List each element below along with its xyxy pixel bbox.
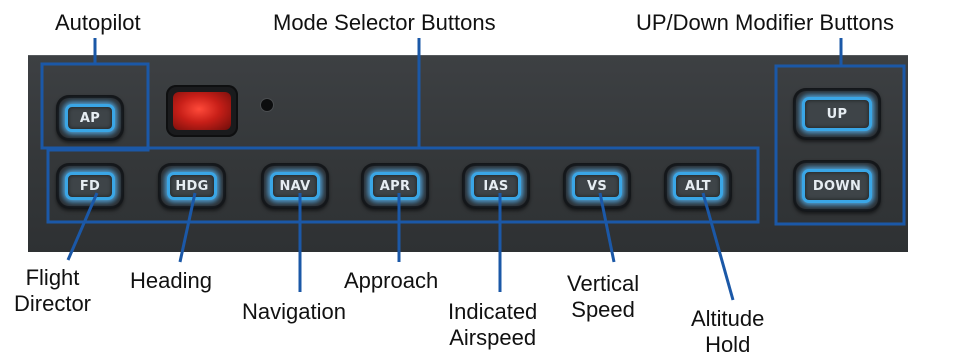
up-button-label: UP bbox=[826, 106, 848, 122]
caption-heading: Heading bbox=[130, 268, 212, 293]
mode-selector-callout-box bbox=[46, 146, 760, 224]
down-button[interactable]: DOWN bbox=[793, 160, 881, 212]
updown-callout-box bbox=[774, 64, 906, 226]
vs-button[interactable]: VS bbox=[563, 163, 631, 209]
ias-button[interactable]: IAS bbox=[462, 163, 530, 209]
fd-button-label: FD bbox=[79, 178, 101, 194]
altitude-hold-leader bbox=[701, 192, 735, 301]
caption-approach: Approach bbox=[344, 268, 439, 293]
up-button[interactable]: UP bbox=[793, 88, 881, 140]
ap-button[interactable]: AP bbox=[56, 95, 124, 141]
vs-button-label: VS bbox=[586, 178, 608, 194]
ias-button-label: IAS bbox=[483, 178, 509, 194]
nav-button[interactable]: NAV bbox=[261, 163, 329, 209]
ap-annunciator-light bbox=[166, 85, 238, 137]
apr-button-label: APR bbox=[379, 178, 411, 194]
caption-navigation: Navigation bbox=[242, 299, 346, 324]
autopilot-control-panel: AP FD HDG NAV APR IAS VS ALT UP DOWN bbox=[28, 55, 908, 252]
caption-autopilot: Autopilot bbox=[55, 10, 141, 35]
caption-updown-modifier-buttons: UP/Down Modifier Buttons bbox=[636, 10, 894, 35]
caption-mode-selector-buttons: Mode Selector Buttons bbox=[273, 10, 496, 35]
ap-button-label: AP bbox=[79, 110, 101, 126]
hdg-button-label: HDG bbox=[175, 178, 209, 194]
nav-button-label: NAV bbox=[279, 178, 311, 194]
flight-director-leader bbox=[66, 192, 99, 261]
caption-indicated-airspeed: Indicated Airspeed bbox=[448, 299, 538, 350]
vertical-speed-leader bbox=[598, 192, 616, 263]
alt-button-label: ALT bbox=[685, 178, 711, 194]
heading-leader bbox=[178, 192, 197, 263]
alt-button[interactable]: ALT bbox=[664, 163, 732, 209]
hdg-button[interactable]: HDG bbox=[158, 163, 226, 209]
apr-button[interactable]: APR bbox=[361, 163, 429, 209]
caption-vertical-speed: Vertical Speed bbox=[567, 271, 640, 322]
down-button-label: DOWN bbox=[812, 178, 862, 194]
fd-button[interactable]: FD bbox=[56, 163, 124, 209]
caption-flight-director: Flight Director bbox=[14, 265, 92, 316]
light-sensor bbox=[261, 99, 273, 111]
autopilot-callout-box bbox=[40, 62, 150, 150]
caption-altitude-hold: Altitude Hold bbox=[691, 306, 765, 357]
